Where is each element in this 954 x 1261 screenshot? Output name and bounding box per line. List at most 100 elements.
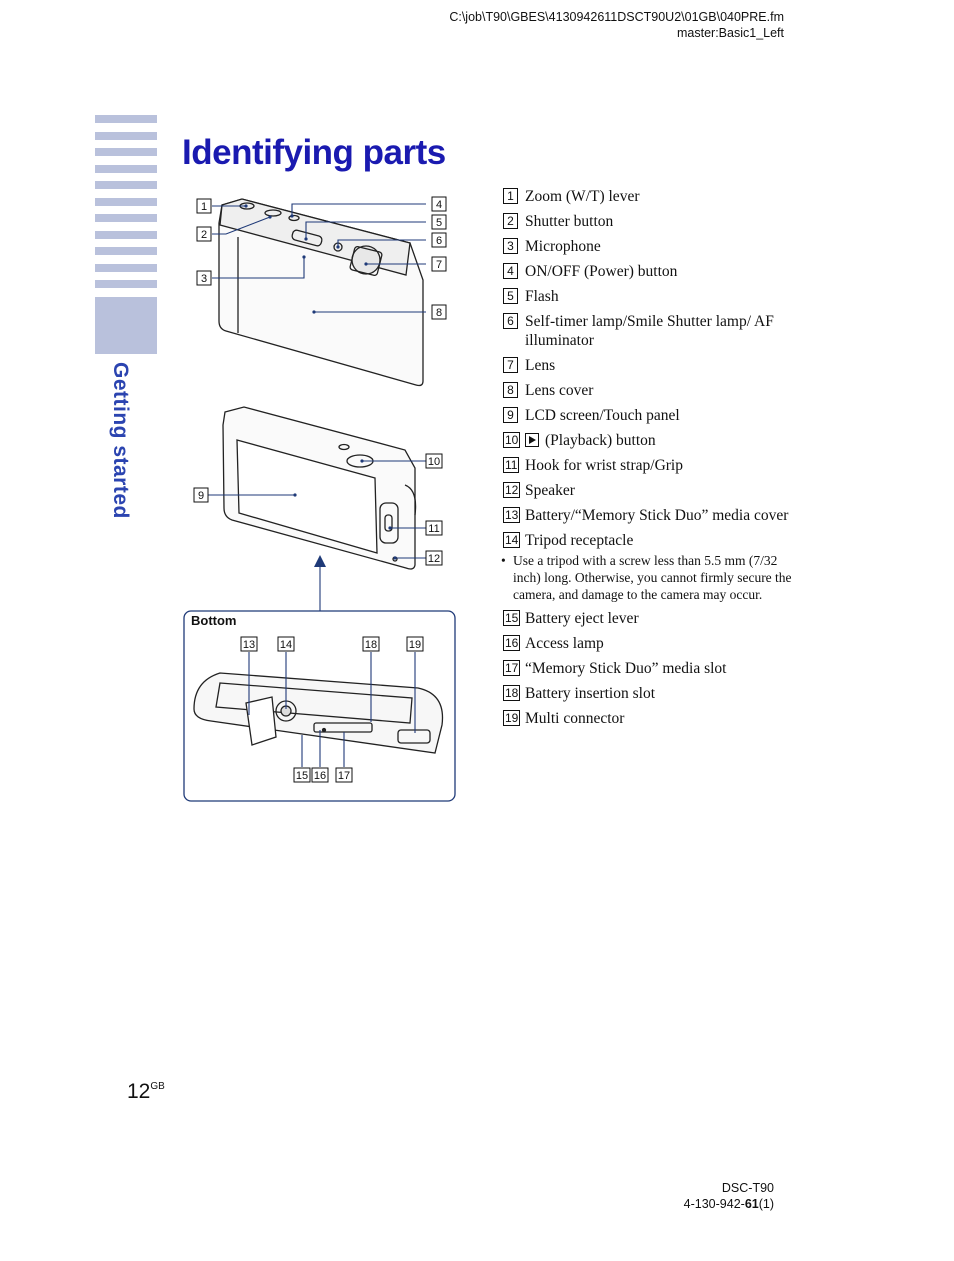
part-label: ON/OFF (Power) button xyxy=(525,263,678,280)
callout-8: 8 xyxy=(431,304,447,320)
svg-text:13: 13 xyxy=(243,639,255,651)
part-label-with-icon: (Playback) button xyxy=(525,431,793,450)
header-master-line: master:Basic1_Left xyxy=(677,26,784,40)
bottom-view-label: Bottom xyxy=(191,613,237,628)
part-number: 11 xyxy=(503,457,520,473)
page-number-suffix: GB xyxy=(150,1081,165,1092)
note-text: Use a tripod with a screw less than 5.5 … xyxy=(513,553,792,602)
svg-text:7: 7 xyxy=(436,259,442,271)
callout-leader-lines xyxy=(205,203,426,767)
part-number: 14 xyxy=(503,532,521,548)
part-label: (Playback) button xyxy=(545,432,656,449)
page-title: Identifying parts xyxy=(182,133,446,172)
part-number: 19 xyxy=(503,710,521,726)
callout-17: 17 xyxy=(335,767,353,783)
part-label: Self-timer lamp/Smile Shutter lamp/ AF i… xyxy=(525,313,774,349)
part-item: 6 Self-timer lamp/Smile Shutter lamp/ AF … xyxy=(503,312,793,350)
svg-text:14: 14 xyxy=(280,639,292,651)
tab-stripe xyxy=(95,280,157,288)
tab-stripe xyxy=(95,263,157,272)
header-file-path: C:\job\T90\GBES\4130942611DSCT90U2\01GB\… xyxy=(449,9,784,41)
part-number: 3 xyxy=(503,238,518,254)
footer-code-prefix: 4-130-942- xyxy=(683,1197,745,1211)
part-label: LCD screen/Touch panel xyxy=(525,407,680,424)
part-number: 12 xyxy=(503,482,521,498)
callout-5: 5 xyxy=(431,214,447,230)
part-item: 2 Shutter button xyxy=(503,212,793,231)
callout-12: 12 xyxy=(425,550,443,566)
part-number: 2 xyxy=(503,213,518,229)
callout-4: 4 xyxy=(431,196,447,212)
svg-text:1: 1 xyxy=(201,201,207,213)
part-item: 8 Lens cover xyxy=(503,381,793,400)
svg-text:6: 6 xyxy=(436,235,442,247)
section-tab: Getting started xyxy=(108,362,168,522)
part-label: Battery/“Memory Stick Duo” media cover xyxy=(525,507,789,524)
part-number: 8 xyxy=(503,382,518,398)
part-label: Zoom (W/T) lever xyxy=(525,188,640,205)
tab-stripe xyxy=(95,230,157,239)
callout-2: 2 xyxy=(196,226,212,242)
callout-14: 14 xyxy=(277,636,295,652)
tab-stripe xyxy=(95,148,157,156)
part-label: Lens cover xyxy=(525,382,594,399)
tab-stripe xyxy=(95,164,157,173)
part-label: Tripod receptacle xyxy=(525,532,634,549)
tab-stripe xyxy=(95,247,157,255)
svg-text:17: 17 xyxy=(338,770,350,782)
part-label: Battery insertion slot xyxy=(525,685,656,702)
tab-stripe xyxy=(95,214,157,222)
part-label: Hook for wrist strap/Grip xyxy=(525,457,683,474)
part-number: 5 xyxy=(503,288,518,304)
callout-19: 19 xyxy=(406,636,424,652)
part-number: 10 xyxy=(503,432,521,448)
playback-icon xyxy=(525,433,539,447)
part-number: 6 xyxy=(503,313,518,329)
svg-text:8: 8 xyxy=(436,307,442,319)
callout-7: 7 xyxy=(431,256,447,272)
footer-model: DSC-T90 xyxy=(721,1181,774,1195)
svg-text:18: 18 xyxy=(365,639,377,651)
callout-13: 13 xyxy=(240,636,258,652)
svg-text:15: 15 xyxy=(296,770,308,782)
part-number: 17 xyxy=(503,660,521,676)
part-label: Battery eject lever xyxy=(525,610,639,627)
part-label: Shutter button xyxy=(525,213,614,230)
tripod-note: •Use a tripod with a screw less than 5.5… xyxy=(501,552,793,603)
callout-15: 15 xyxy=(293,767,311,783)
footer: DSC-T90 4-130-942-61(1) xyxy=(684,1180,774,1212)
svg-text:2: 2 xyxy=(201,229,207,241)
part-item: 17“Memory Stick Duo” media slot xyxy=(503,659,793,678)
part-item: 10 (Playback) button xyxy=(503,431,793,450)
part-label: Speaker xyxy=(525,482,575,499)
part-number: 16 xyxy=(503,635,521,651)
svg-text:10: 10 xyxy=(428,456,440,468)
svg-text:3: 3 xyxy=(201,273,207,285)
camera-parts-figure: 1 2 3 4 5 6 7 8 9 10 11 12 13 14 18 19 1… xyxy=(183,196,456,802)
tab-stripe xyxy=(95,115,157,123)
callout-10: 10 xyxy=(425,453,443,469)
camera-bottom-view xyxy=(193,672,444,754)
callout-11: 11 xyxy=(425,520,443,536)
section-tab-label: Getting started xyxy=(109,362,132,519)
part-label: “Memory Stick Duo” media slot xyxy=(525,660,727,677)
callout-dots xyxy=(244,204,397,560)
svg-text:12: 12 xyxy=(428,553,440,565)
svg-text:4: 4 xyxy=(436,199,442,211)
camera-back-view xyxy=(222,406,417,570)
part-item: 11 Hook for wrist strap/Grip xyxy=(503,456,793,475)
bottom-view-arrow-icon xyxy=(314,555,326,567)
header-path-line: C:\job\T90\GBES\4130942611DSCT90U2\01GB\… xyxy=(449,10,784,24)
svg-text:16: 16 xyxy=(314,770,326,782)
